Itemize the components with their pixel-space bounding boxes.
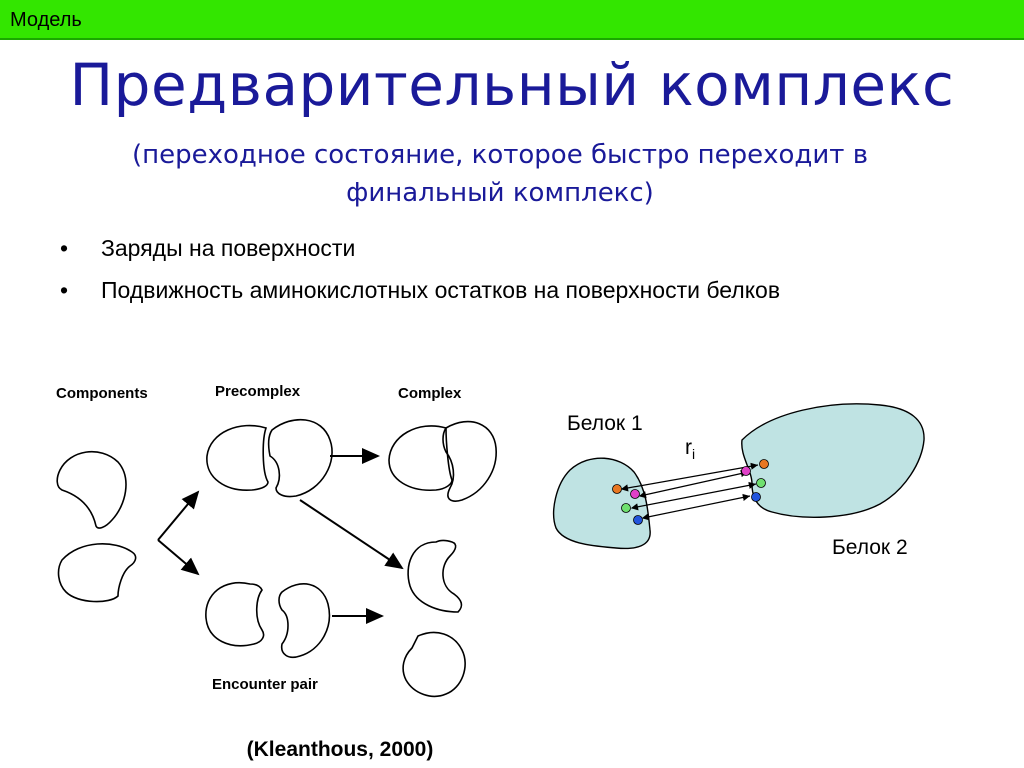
distance-symbol: r [685,436,692,459]
distance-arrow-2 [638,470,749,499]
protein-1-label: Белок 1 [567,412,643,435]
top-bar: Модель [0,0,1024,40]
encounter-pair-label: Encounter pair [212,676,318,693]
protein-2-shape [741,403,925,518]
residue-dot-green-1 [621,503,631,513]
residue-dot-blue-2 [751,492,761,502]
precomplex-right-shape [267,418,333,498]
distance-arrow-3 [630,481,757,511]
residue-dot-magenta-1 [630,489,640,499]
citation: (Kleanthous, 2000) [246,738,434,761]
bullet-item: Заряды на поверхности [58,234,780,262]
residue-dot-orange-2 [759,459,769,469]
precomplex-label: Precomplex [215,383,301,400]
distance-label: ri [685,436,695,462]
arrow-to-precomplex [157,490,200,541]
right-protein-diagram [553,403,925,550]
component-shape-2 [57,543,137,603]
precomplex-left-shape [206,424,269,491]
complex-label: Complex [398,385,462,402]
distance-arrow-4 [641,493,751,521]
encounter-right-shape [278,583,331,659]
dissociated-crescent-shape [407,539,463,613]
protein-1-shape [553,457,651,550]
complex-right-shape [442,420,497,502]
bullet-item: Подвижность аминокислотных остатков на п… [58,276,780,304]
residue-dot-blue-1 [633,515,643,525]
complex-left-shape [388,425,453,491]
components-label: Components [56,385,148,402]
residue-dot-orange-1 [612,484,622,494]
arrow-precomplex-to-dissociated [299,499,404,570]
arrow-to-encounter [157,539,200,576]
slide-title: Предварительный комплекс [69,51,955,119]
section-label: Модель [10,9,82,31]
encounter-left-shape [205,581,265,647]
distance-subscript: i [692,446,696,463]
residue-dot-magenta-2 [741,466,751,476]
slide-subtitle: (переходное состояние, которое быстро пе… [131,140,869,208]
protein-2-label: Белок 2 [832,536,908,559]
component-shape-1 [56,450,127,529]
left-association-diagram: Components Precomplex Complex Encounter … [56,383,497,698]
bullet-list: Заряды на поверхности Подвижность аминок… [58,234,780,318]
dissociated-cup-shape [402,631,466,698]
residue-dot-green-2 [756,478,766,488]
